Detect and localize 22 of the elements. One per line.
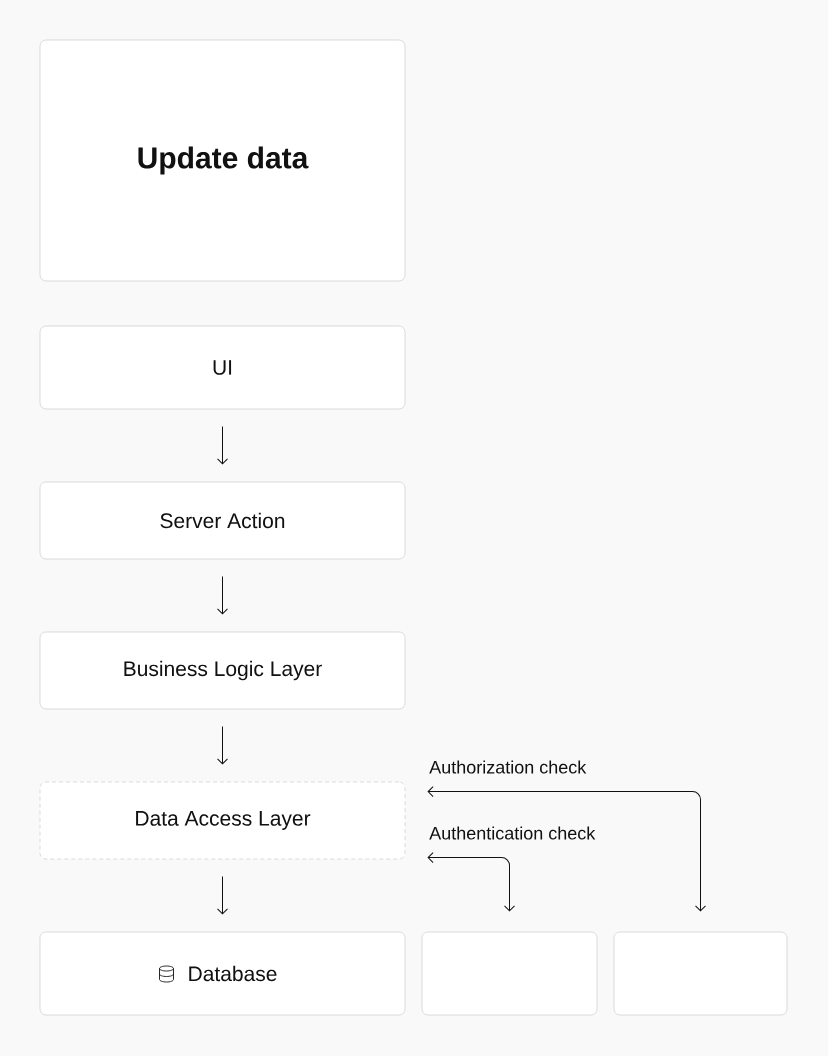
process-box (39, 481, 406, 560)
arrow (217, 425, 228, 465)
arrow (217, 575, 228, 615)
edge-label: Authorization check (428, 759, 588, 775)
arrow (217, 875, 228, 915)
node-label: Database (189, 965, 277, 982)
node-label: Update data (138, 146, 309, 175)
title-box (39, 39, 406, 282)
node-label: Business Logic Layer (124, 660, 322, 681)
process-box (39, 631, 406, 710)
node-label: Server Action (160, 512, 285, 529)
database-box (39, 931, 406, 1016)
service-box (613, 931, 788, 1016)
edge-label: Authentication check (428, 825, 597, 841)
arrow (427, 852, 515, 912)
arrow (217, 725, 228, 765)
process-box (39, 325, 406, 410)
arrow (427, 786, 706, 912)
node-label: Data Access Layer (136, 811, 311, 830)
service-box (421, 931, 598, 1016)
node-label: UI (213, 360, 232, 375)
layer-box (39, 781, 406, 860)
